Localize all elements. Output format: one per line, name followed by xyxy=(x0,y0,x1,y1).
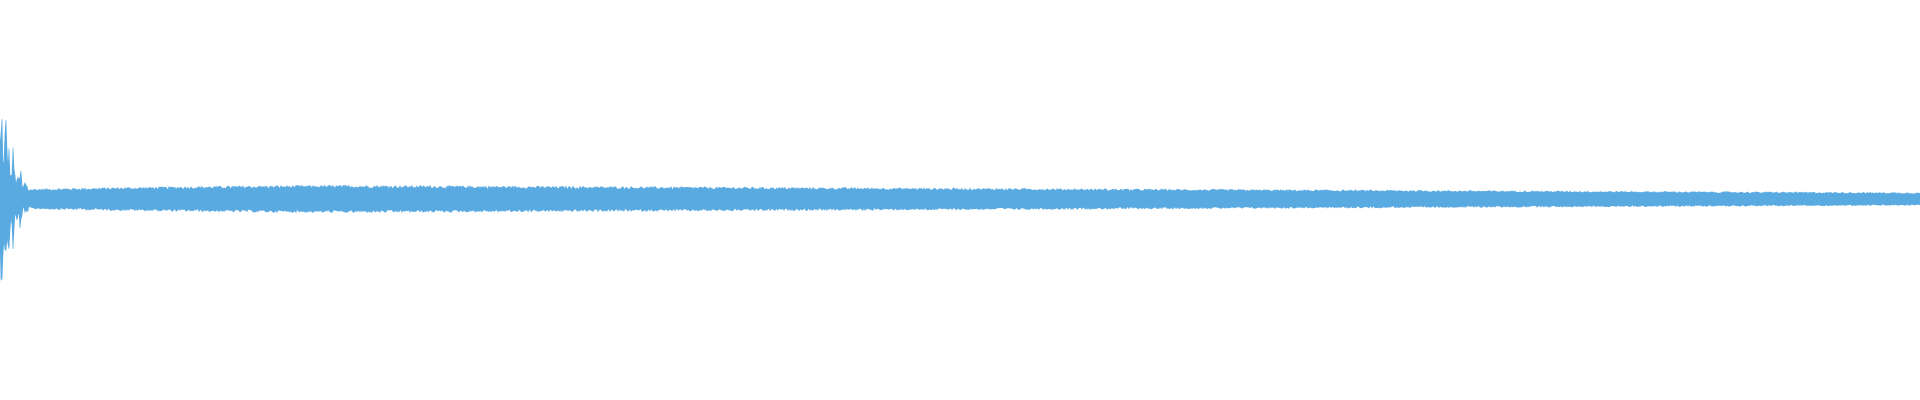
waveform-envelope xyxy=(0,118,1920,281)
